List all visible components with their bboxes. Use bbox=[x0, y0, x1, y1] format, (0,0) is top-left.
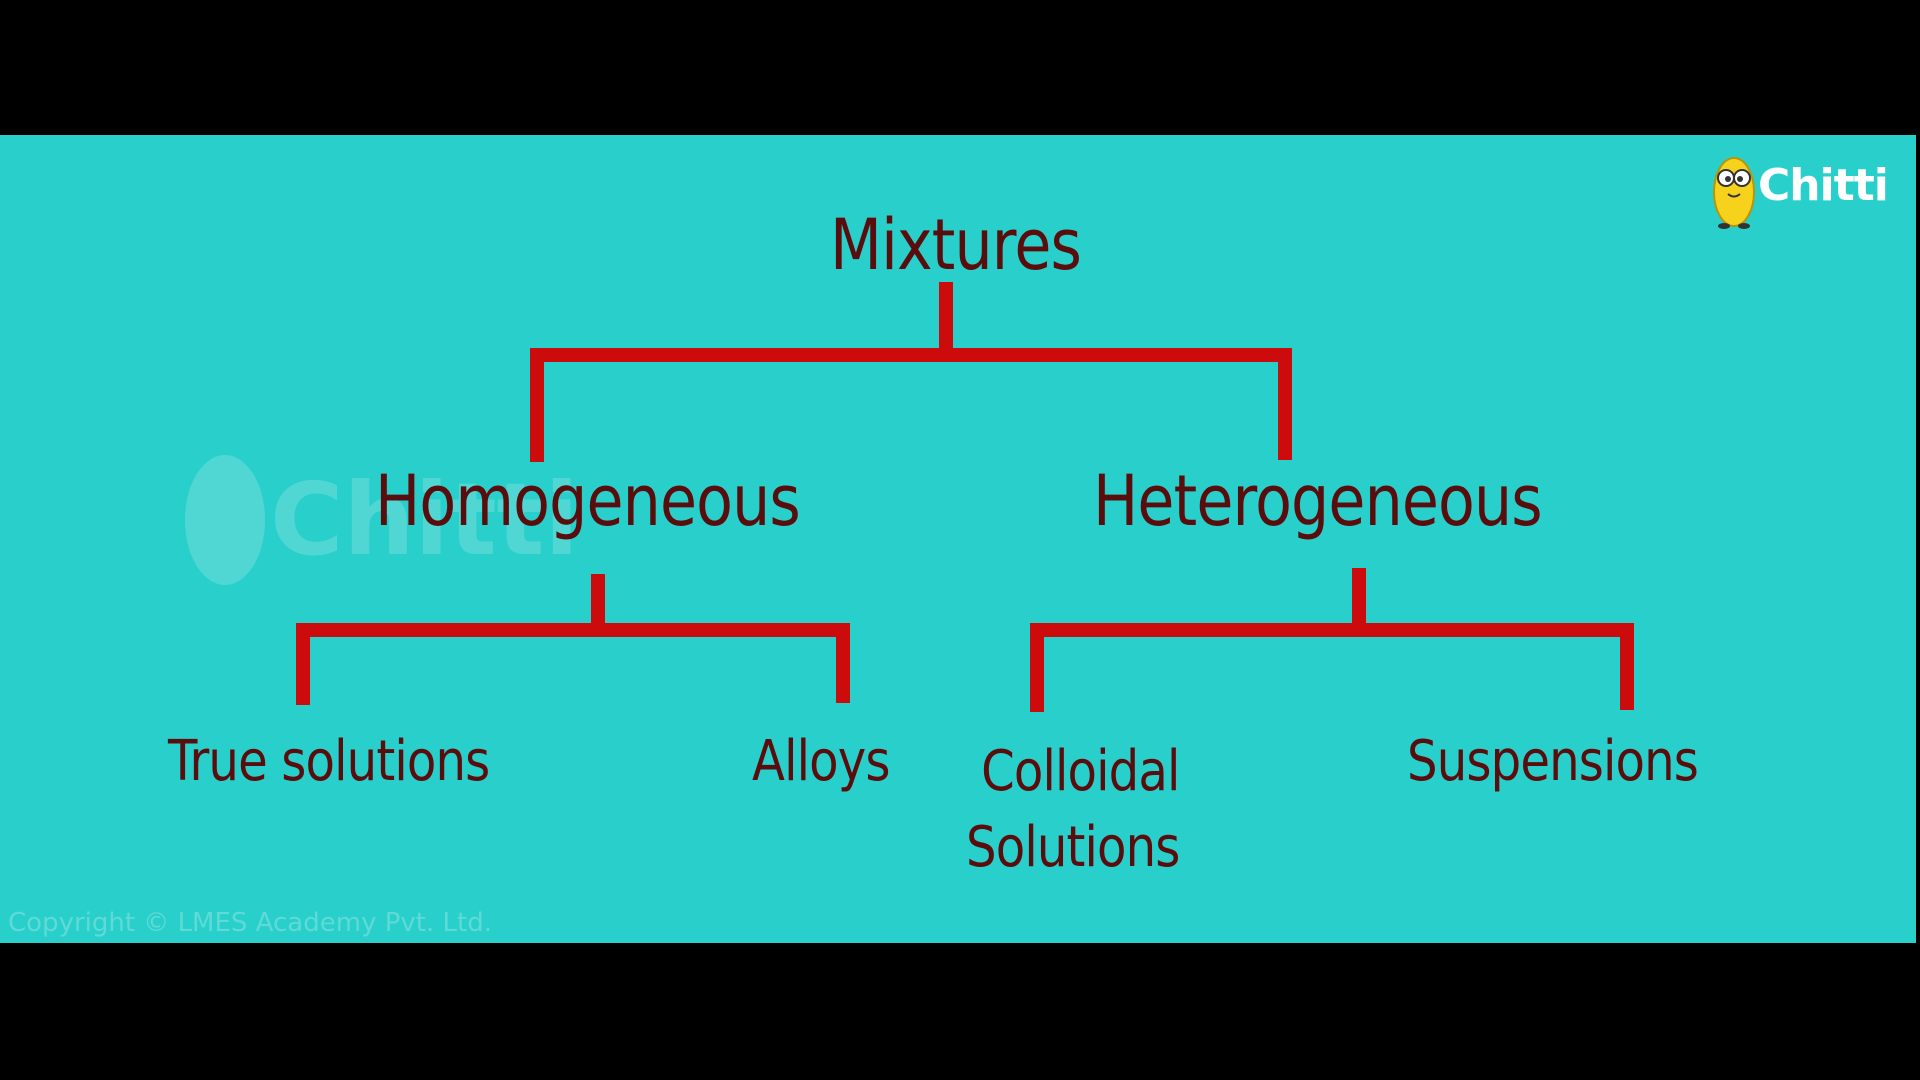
mascot-watermark-icon bbox=[185, 455, 265, 585]
chitti-logo: Chitti bbox=[1710, 150, 1900, 230]
node-colloidal-solutions: Colloidal Solutions bbox=[966, 739, 1180, 880]
node-suspensions: Suspensions bbox=[1407, 729, 1699, 794]
chitti-watermark: Chitti bbox=[175, 440, 595, 600]
root-connector bbox=[530, 282, 1292, 462]
node-mixtures: Mixtures bbox=[830, 204, 1082, 286]
node-true-solutions: True solutions bbox=[168, 729, 490, 794]
node-homogeneous: Homogeneous bbox=[375, 460, 801, 542]
heterogeneous-connector bbox=[1030, 568, 1634, 712]
node-alloys: Alloys bbox=[752, 729, 890, 794]
slide-panel bbox=[0, 135, 1916, 943]
mascot-icon bbox=[1713, 157, 1755, 229]
copyright-notice: Copyright © LMES Academy Pvt. Ltd. bbox=[8, 908, 492, 938]
node-heterogeneous: Heterogeneous bbox=[1093, 460, 1543, 542]
logo-text: Chitti bbox=[1758, 160, 1889, 211]
homogeneous-connector bbox=[296, 574, 850, 705]
watermark-text: Chitti bbox=[270, 461, 579, 578]
